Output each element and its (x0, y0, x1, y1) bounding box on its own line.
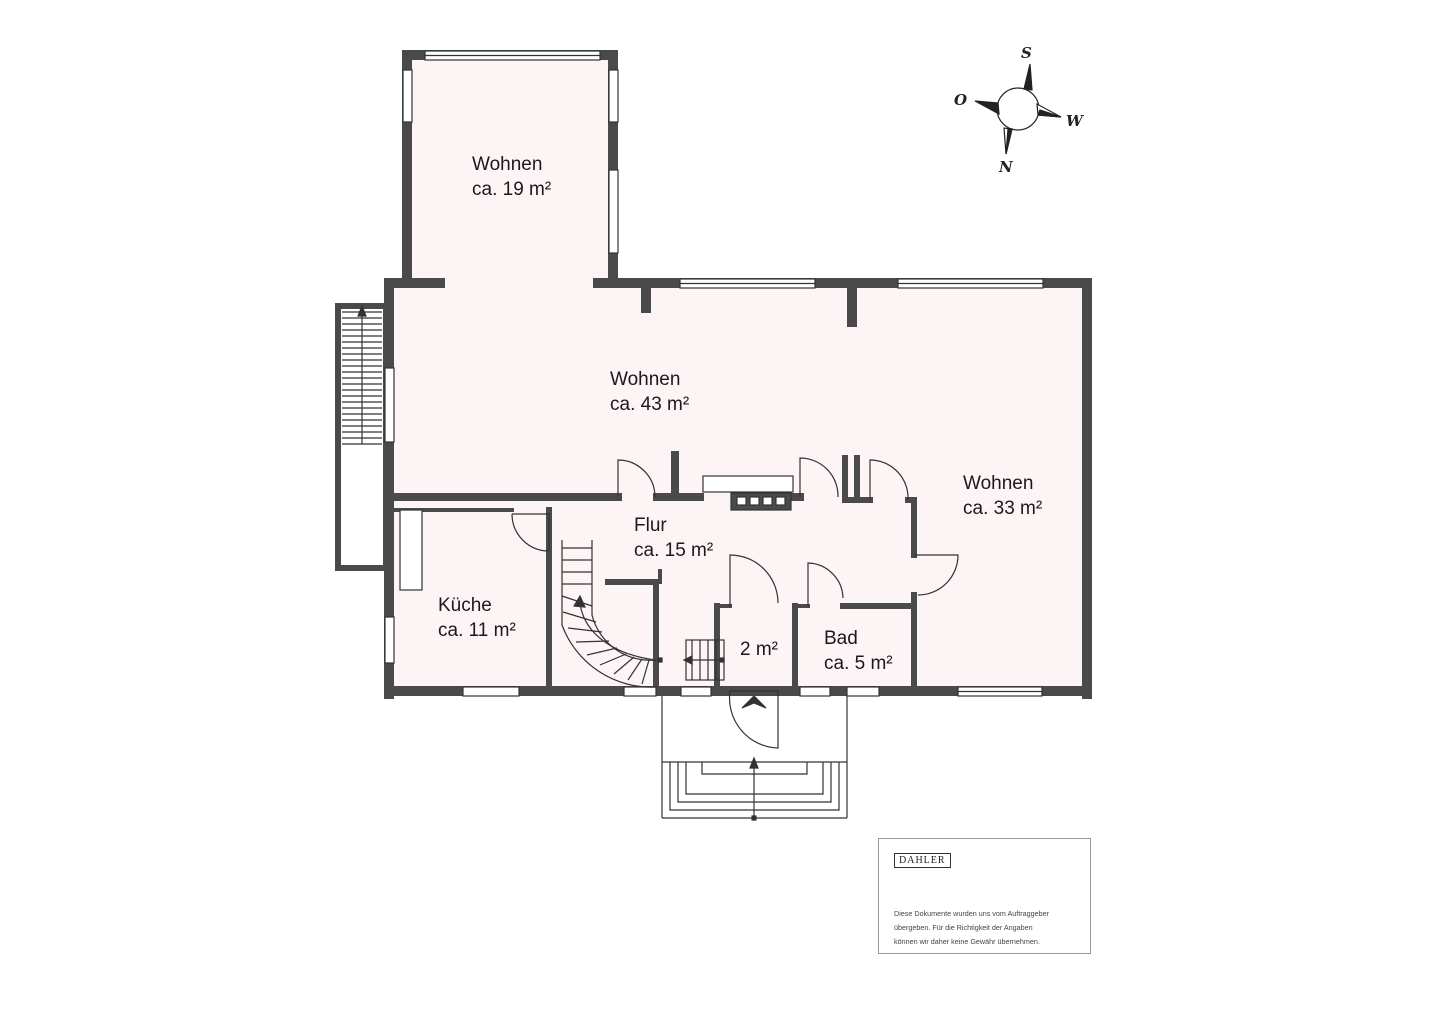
entrance-stair (657, 639, 725, 681)
room-label-windfang: 2 m² (740, 639, 778, 660)
compass-letter-n: N (999, 158, 1013, 176)
compass-letter-s: S (1021, 44, 1032, 62)
room-label-wohnen-43: Wohnen ca. 43 m² (610, 369, 690, 415)
room-label-wohnen-33: Wohnen ca. 33 m² (963, 473, 1043, 519)
brand-logo: DAHLER (894, 853, 951, 868)
spiral-staircase (561, 540, 657, 688)
fireplace (702, 475, 794, 511)
room-label-wohnen-19: Wohnen ca. 19 m² (472, 154, 552, 200)
doors (511, 457, 959, 749)
room-label-kueche: Küche ca. 11 m² (438, 595, 516, 641)
room-label-flur: Flur ca. 15 m² (634, 515, 714, 561)
compass-letter-w: W (1066, 112, 1083, 130)
exterior-stair-left (335, 303, 389, 571)
disclaimer-text: Diese Dokumente wurden uns vom Auftragge… (894, 909, 1050, 946)
disclaimer-box: DAHLER Diese Dokumente wurden uns vom Au… (878, 838, 1091, 954)
entrance-terrace (661, 695, 848, 821)
room-label-bad: Bad ca. 5 m² (824, 628, 893, 674)
compass-letter-o: O (954, 91, 968, 109)
compass-rose (974, 63, 1062, 155)
windows (384, 50, 1044, 697)
entrance-arrow (741, 695, 767, 709)
kitchen-counter (399, 509, 423, 591)
